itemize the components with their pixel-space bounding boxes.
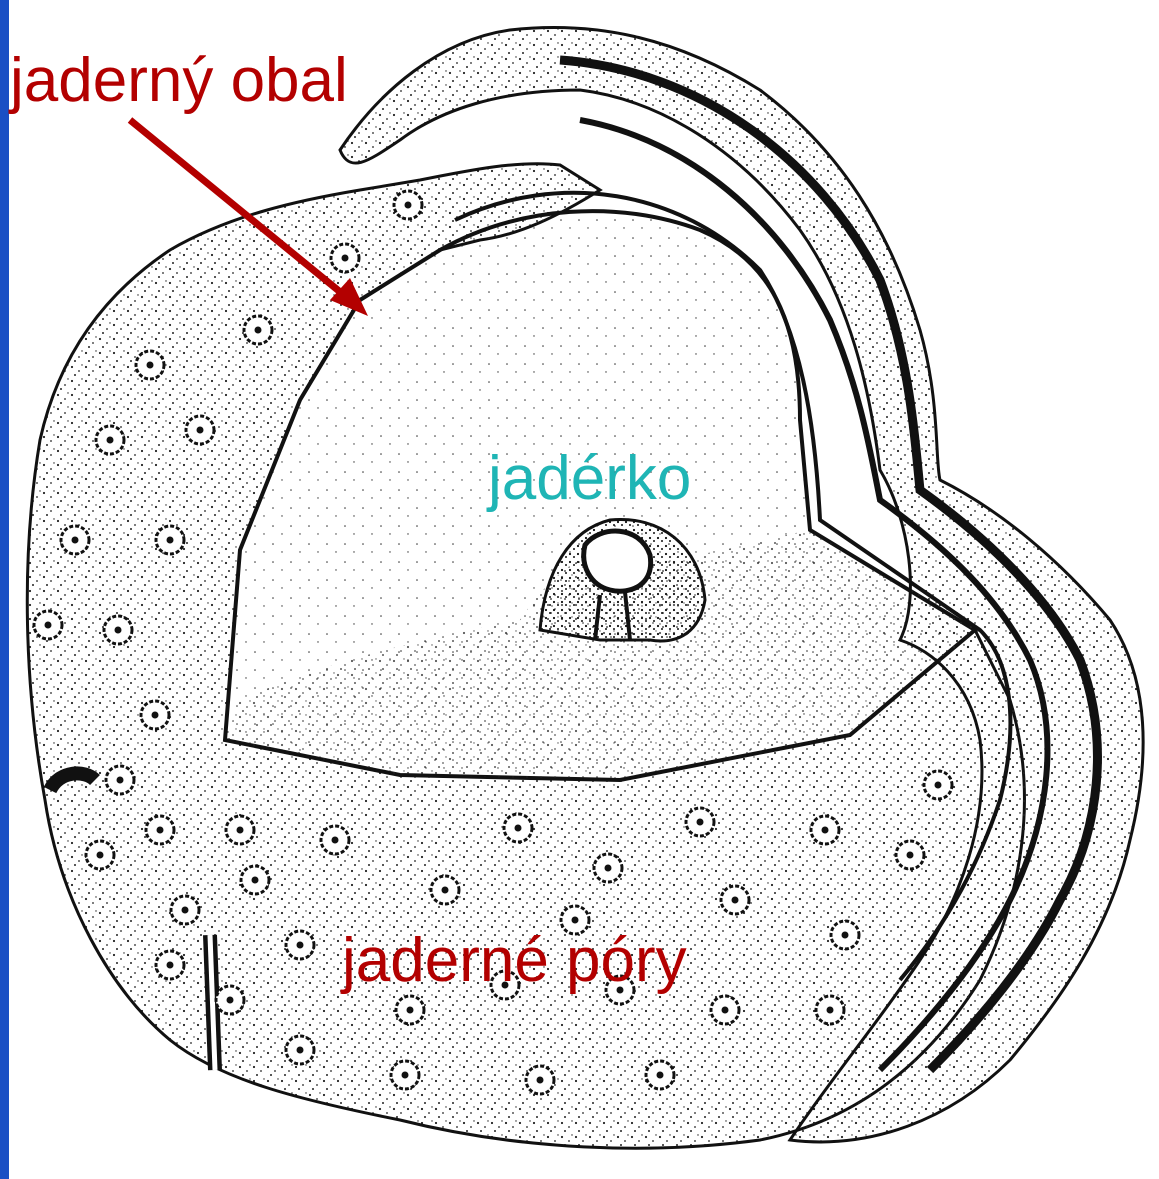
nuclear-pore-center [72, 537, 79, 544]
nuclear-pore-center [227, 997, 234, 1004]
nuclear-pore-center [722, 1007, 729, 1014]
nuclear-pore-center [97, 852, 104, 859]
nuclear-pore-center [842, 932, 849, 939]
nuclear-pore-center [402, 1072, 409, 1079]
nuclear-pore-center [197, 427, 204, 434]
nuclear-pore-center [405, 202, 412, 209]
nuclear-pore-center [167, 962, 174, 969]
nuclear-pore-center [107, 437, 114, 444]
nuclear-pore-center [657, 1072, 664, 1079]
nuclear-pore-center [537, 1077, 544, 1084]
nuclear-pore-center [697, 819, 704, 826]
nuclear-pore-center [342, 255, 349, 262]
nuclear-pore-center [152, 712, 159, 719]
nuclear-pore-center [572, 917, 579, 924]
nuclear-pore-center [157, 827, 164, 834]
nuclear-pore-center [252, 877, 259, 884]
nuclear-pore-center [907, 852, 914, 859]
label-nuclear-pores: jaderné póry [342, 930, 687, 992]
nuclear-pore-center [822, 827, 829, 834]
nuclear-pore-center [407, 1007, 414, 1014]
nuclear-pore-center [935, 782, 942, 789]
nuclear-pore-center [515, 825, 522, 832]
nuclear-pore-center [297, 942, 304, 949]
nuclear-pore-center [115, 627, 122, 634]
nuclear-pore-center [147, 362, 154, 369]
nuclear-pore-center [297, 1047, 304, 1054]
nuclear-pore-center [182, 907, 189, 914]
label-nuclear-envelope: jaderný obal [10, 50, 348, 112]
nuclear-pore-center [167, 537, 174, 544]
nuclear-pore-center [827, 1007, 834, 1014]
nuclear-pore-center [732, 897, 739, 904]
label-nucleolus: jadérko [488, 448, 691, 510]
nuclear-pore-center [605, 865, 612, 872]
nuclear-pore-center [237, 827, 244, 834]
nuclear-pore-center [45, 622, 52, 629]
nuclear-pore-center [442, 887, 449, 894]
nuclear-pore-center [117, 777, 124, 784]
nuclear-pore-center [255, 327, 262, 334]
nuclear-pore-center [332, 837, 339, 844]
